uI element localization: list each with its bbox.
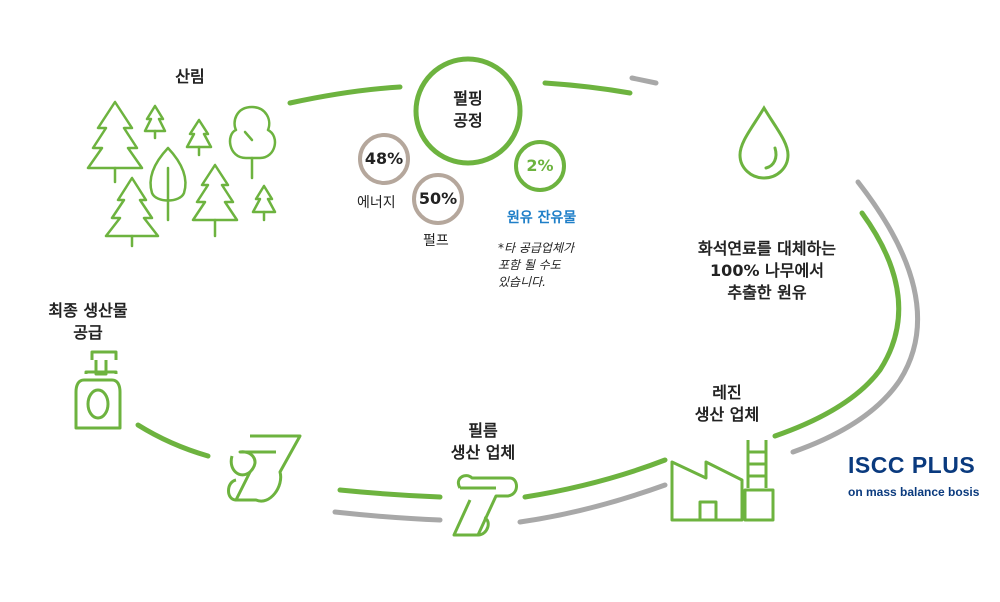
tree-icon xyxy=(143,104,167,140)
energy-circle xyxy=(358,133,410,185)
arc-right-gray xyxy=(790,179,921,455)
residue-percent: 2% xyxy=(526,156,554,175)
supplier-note: *타 공급업체가 포함 될 수도 있습니다. xyxy=(498,240,574,291)
energy-percent: 48% xyxy=(364,149,404,168)
pulping-label: 펄핑 공정 xyxy=(420,88,516,132)
arc-right-green xyxy=(772,210,902,439)
oil-label-line2: 100% 나무에서 xyxy=(710,261,824,280)
final-label-line1: 최종 생산물 xyxy=(48,301,128,320)
tree-icon xyxy=(191,163,239,238)
resin-label: 레진 생산 업체 xyxy=(672,382,782,426)
supplier-note-line1: *타 공급업체가 xyxy=(498,241,575,255)
energy-label: 에너지 xyxy=(357,195,396,211)
arc-pulping-to-oil-gray xyxy=(629,75,659,86)
oil-label: 화석연료를 대체하는 100% 나무에서 추출한 원유 xyxy=(672,238,862,304)
tree-icon xyxy=(149,146,187,222)
film-label-line1: 필름 xyxy=(468,421,498,440)
arc-bottom-gray-right xyxy=(517,482,668,525)
tree-icon xyxy=(185,118,213,157)
arc-forest-to-pulping xyxy=(287,84,403,106)
film-label: 필름 생산 업체 xyxy=(428,420,538,464)
bottle-icon xyxy=(74,350,122,430)
supplier-note-line3: 있습니다. xyxy=(498,275,546,289)
resin-label-line1: 레진 xyxy=(712,383,742,402)
resin-label-line2: 생산 업체 xyxy=(694,405,760,424)
tree-icon xyxy=(228,105,277,180)
forest-label: 산림 xyxy=(175,67,205,86)
pulping-label-line1: 펄핑 xyxy=(453,89,483,108)
supplier-note-line2: 포함 될 수도 xyxy=(498,258,561,272)
iscc-brand-title: ISCC PLUS xyxy=(848,452,976,478)
tree-icon xyxy=(104,176,160,248)
pulp-label: 펄프 xyxy=(423,233,449,249)
residue-circle xyxy=(514,140,566,192)
arc-final-to-film xyxy=(135,422,211,459)
arc-film-to-final xyxy=(337,487,443,500)
arc-bottom-gray-left xyxy=(332,509,443,523)
arc-resin-to-film xyxy=(522,457,668,500)
tree-icon xyxy=(251,184,277,222)
final-label-line2: 공급 xyxy=(73,323,103,342)
oil-label-line1: 화석연료를 대체하는 xyxy=(697,239,837,258)
pulp-circle xyxy=(412,173,464,225)
forest-icon-group xyxy=(86,100,277,248)
oil-label-line3: 추출한 원유 xyxy=(727,283,807,302)
drop-icon xyxy=(738,105,790,180)
residue-label: 원유 잔유물 xyxy=(507,210,577,226)
factory-icon xyxy=(670,440,775,522)
arc-pulping-to-oil xyxy=(542,80,633,96)
tree-icon xyxy=(86,100,144,184)
pulp-percent: 50% xyxy=(418,189,458,208)
film-roll-icon xyxy=(452,474,518,537)
film-roll-icon xyxy=(227,434,302,503)
iscc-brand-tagline: on mass balance bosis xyxy=(848,485,980,499)
film-label-line2: 생산 업체 xyxy=(450,443,516,462)
pulping-circle xyxy=(413,56,523,166)
pulping-label-line2: 공정 xyxy=(453,111,483,130)
final-label: 최종 생산물 공급 xyxy=(28,300,148,344)
